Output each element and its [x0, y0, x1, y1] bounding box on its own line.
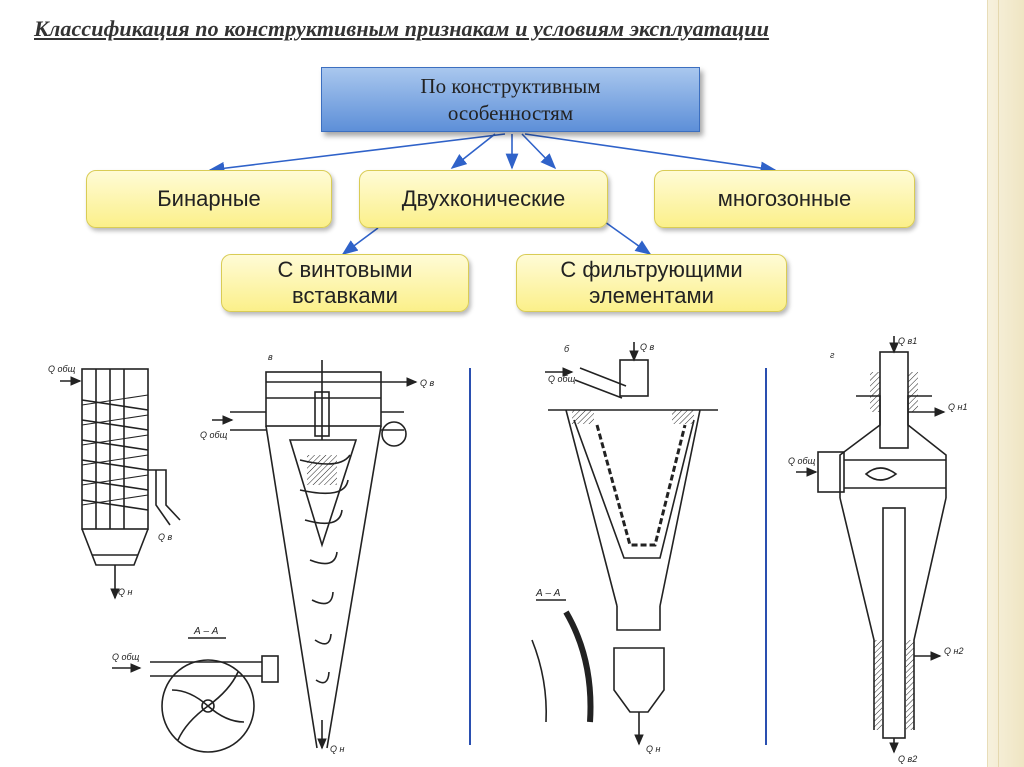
- node-screw-inserts: С винтовыми вставками: [221, 254, 469, 312]
- arrow-to-filter: [604, 221, 652, 255]
- arrow-to-binary: [208, 133, 506, 175]
- node-biconical: Двухконические: [359, 170, 608, 228]
- drawing-screw-cyclone: [212, 360, 418, 750]
- slide-edge-decoration: [987, 0, 1024, 767]
- d3-label-bottom: Q н: [646, 744, 661, 754]
- d4-label-right1: Q н1: [948, 402, 967, 412]
- d1-label-in: Q общ: [48, 364, 76, 374]
- d2-label-bottom: Q н: [330, 744, 345, 754]
- d3-section-label: А – А: [535, 588, 561, 599]
- node-screw-line-1: С винтовыми: [277, 257, 413, 282]
- arrow-to-screw: [341, 227, 379, 255]
- drawing-filter-cyclone: [531, 342, 718, 746]
- arrow-to-multizone: [524, 133, 777, 175]
- node-screw-line-2: вставками: [292, 283, 398, 308]
- node-binary-label: Бинарные: [157, 186, 261, 211]
- node-filter-elements: С фильтрующими элементами: [516, 254, 787, 312]
- d4-label-top: Q в1: [898, 336, 917, 346]
- drawing-screw-section: [112, 637, 279, 753]
- node-biconical-label: Двухконические: [401, 186, 566, 211]
- d2-label-letter: в: [268, 352, 273, 362]
- d4-label-bottom: Q в2: [898, 754, 917, 764]
- d1-label-top: Q в: [158, 532, 173, 542]
- d3-label-letter: б: [564, 344, 570, 354]
- node-multizone-label: многозонные: [717, 186, 852, 211]
- d4-label-in: Q общ: [788, 456, 816, 466]
- node-filter-line-2: элементами: [589, 283, 714, 308]
- d3-label-in: Q общ: [548, 374, 576, 384]
- root-line-1: По конструктивным: [420, 73, 601, 98]
- root-node: По конструктивным особенностям: [321, 67, 700, 132]
- drawing-multizone-cyclone: [796, 336, 947, 754]
- arrow-to-biconical-left: [450, 133, 496, 169]
- arrow-to-biconical-right: [521, 133, 557, 170]
- root-line-2: особенностям: [447, 100, 574, 125]
- slide-title: Классификация по конструктивным признака…: [34, 16, 770, 41]
- d4-label-letter: г: [830, 350, 835, 360]
- d1-label-bottom: Q н: [118, 587, 133, 597]
- node-filter-line-1: С фильтрующими: [560, 257, 743, 282]
- d2-label-top: Q в: [420, 378, 435, 388]
- drawing-screw-column: [60, 368, 181, 600]
- d2-section-label: А – А: [193, 626, 219, 637]
- d3-label-top: Q в: [640, 342, 655, 352]
- d2-label-in: Q общ: [200, 430, 228, 440]
- node-multizone: многозонные: [654, 170, 915, 228]
- d2-section-in: Q общ: [112, 652, 140, 662]
- d4-label-right2: Q н2: [944, 646, 963, 656]
- node-binary: Бинарные: [86, 170, 332, 228]
